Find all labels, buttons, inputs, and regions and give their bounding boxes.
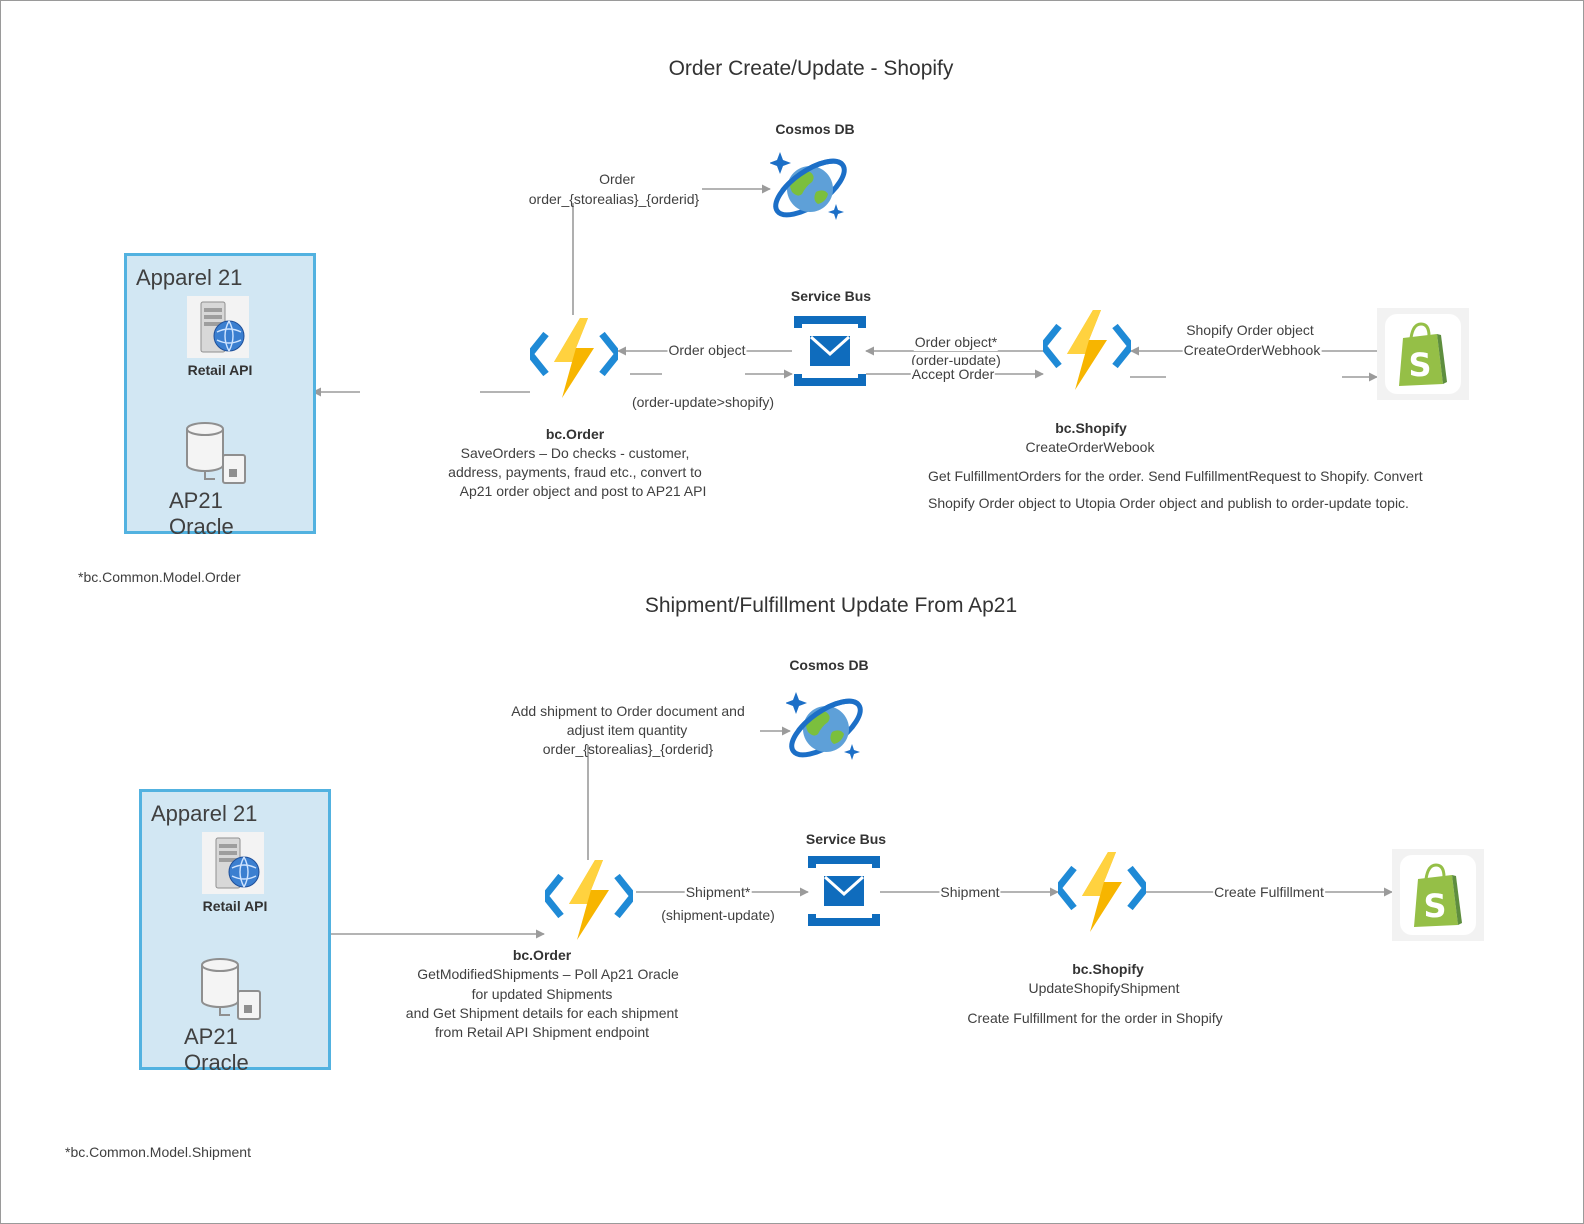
retail-api-label: Retail API	[202, 898, 268, 914]
footnote-order-model: *bc.Common.Model.Order	[78, 569, 241, 585]
edge-label-add-shipment-1: Add shipment to Order document and	[511, 703, 745, 719]
edge-label-shopify-order-object: Shopify Order object	[1186, 322, 1314, 338]
shopify-function-subtitle: CreateOrderWebook	[1025, 439, 1155, 455]
edge-label-shipment: Shipment	[939, 883, 1001, 901]
svg-text:S: S	[1423, 887, 1446, 925]
ap21-oracle-label: AP21 Oracle	[169, 488, 234, 539]
shopify-function-desc-1: Create Fulfillment for the order in Shop…	[967, 1010, 1223, 1026]
azure-function-icon	[1058, 852, 1146, 932]
shopify-function-title: bc.Shopify	[1055, 420, 1127, 436]
order-function-desc-2: for updated Shipments	[471, 986, 613, 1002]
shopify-icon: S	[1392, 849, 1484, 941]
server-globe-icon	[187, 296, 249, 358]
service-bus-icon	[808, 856, 880, 926]
cosmos-db-icon	[770, 152, 847, 220]
shopify-icon: S	[1377, 308, 1469, 400]
edge-label-order-key: order_{storealias}_{orderid}	[528, 191, 700, 207]
edge-label-shipment-update: (shipment-update)	[661, 907, 775, 923]
shopify-function-title: bc.Shopify	[1072, 961, 1144, 977]
shopify-function-desc-1: Get FulfillmentOrders for the order. Sen…	[928, 468, 1423, 484]
apparel21-title: Apparel 21	[151, 801, 258, 826]
retail-api-label: Retail API	[187, 362, 253, 378]
order-function-desc-1: GetModifiedShipments – Poll Ap21 Oracle	[417, 966, 679, 982]
azure-function-icon	[1043, 310, 1131, 390]
database-device-icon	[186, 422, 246, 484]
service-bus-label: Service Bus	[805, 831, 887, 847]
edge-label-create-order-webhook: CreateOrderWebhook	[1182, 341, 1322, 359]
order-function-desc-1: SaveOrders – Do checks - customer,	[460, 445, 690, 461]
database-device-icon	[201, 958, 261, 1020]
order-function-title: bc.Order	[512, 947, 572, 963]
edge-label-accept-order: Accept Order	[910, 365, 996, 383]
ap21-oracle-label: AP21 Oracle	[184, 1024, 249, 1075]
apparel21-box-bottom: Apparel 21 Retail API AP21 Oracle	[139, 789, 331, 1075]
cosmos-db-label: Cosmos DB	[775, 121, 855, 137]
edge-label-order-object-star: Order object*	[913, 333, 999, 351]
edge-label-shipment-star: Shipment*	[684, 883, 752, 901]
apparel21-box-top: Apparel 21 Retail API AP21 Oracle	[124, 253, 316, 539]
cosmos-db-icon	[786, 692, 863, 760]
edge-label-add-shipment-2: adjust item quantity	[566, 722, 688, 738]
order-function-title: bc.Order	[545, 426, 605, 442]
order-function-desc-2: address, payments, fraud etc., convert t…	[448, 464, 702, 480]
shopify-function-desc-2: Shopify Order object to Utopia Order obj…	[928, 495, 1409, 511]
service-bus-icon	[794, 316, 866, 386]
apparel21-title: Apparel 21	[136, 265, 243, 290]
azure-function-icon	[530, 318, 618, 398]
order-function-desc-3: and Get Shipment details for each shipme…	[405, 1005, 679, 1021]
edge-label-add-shipment-3: order_{storealias}_{orderid}	[542, 741, 714, 757]
azure-function-icon	[545, 860, 633, 940]
edge-label-order-update: (order-update)	[911, 352, 1001, 368]
diagram-title-bottom: Shipment/Fulfillment Update From Ap21	[644, 594, 1018, 617]
order-function-desc-3: Ap21 order object and post to AP21 API	[459, 483, 707, 499]
footnote-shipment-model: *bc.Common.Model.Shipment	[65, 1144, 251, 1160]
edge-label-order-update-shopify: (order-update>shopify)	[631, 394, 775, 410]
edge-label-order-object: Order object	[667, 341, 747, 359]
svg-text:S: S	[1408, 346, 1431, 384]
diagram-title-top: Order Create/Update - Shopify	[668, 57, 954, 80]
shopify-function-subtitle: UpdateShopifyShipment	[1028, 980, 1180, 996]
cosmos-db-label: Cosmos DB	[789, 657, 869, 673]
edge-label-order: Order	[599, 171, 635, 187]
edge-label-create-fulfillment: Create Fulfillment	[1213, 883, 1325, 901]
service-bus-label: Service Bus	[790, 288, 872, 304]
order-function-desc-4: from Retail API Shipment endpoint	[434, 1024, 650, 1040]
server-globe-icon	[202, 832, 264, 894]
